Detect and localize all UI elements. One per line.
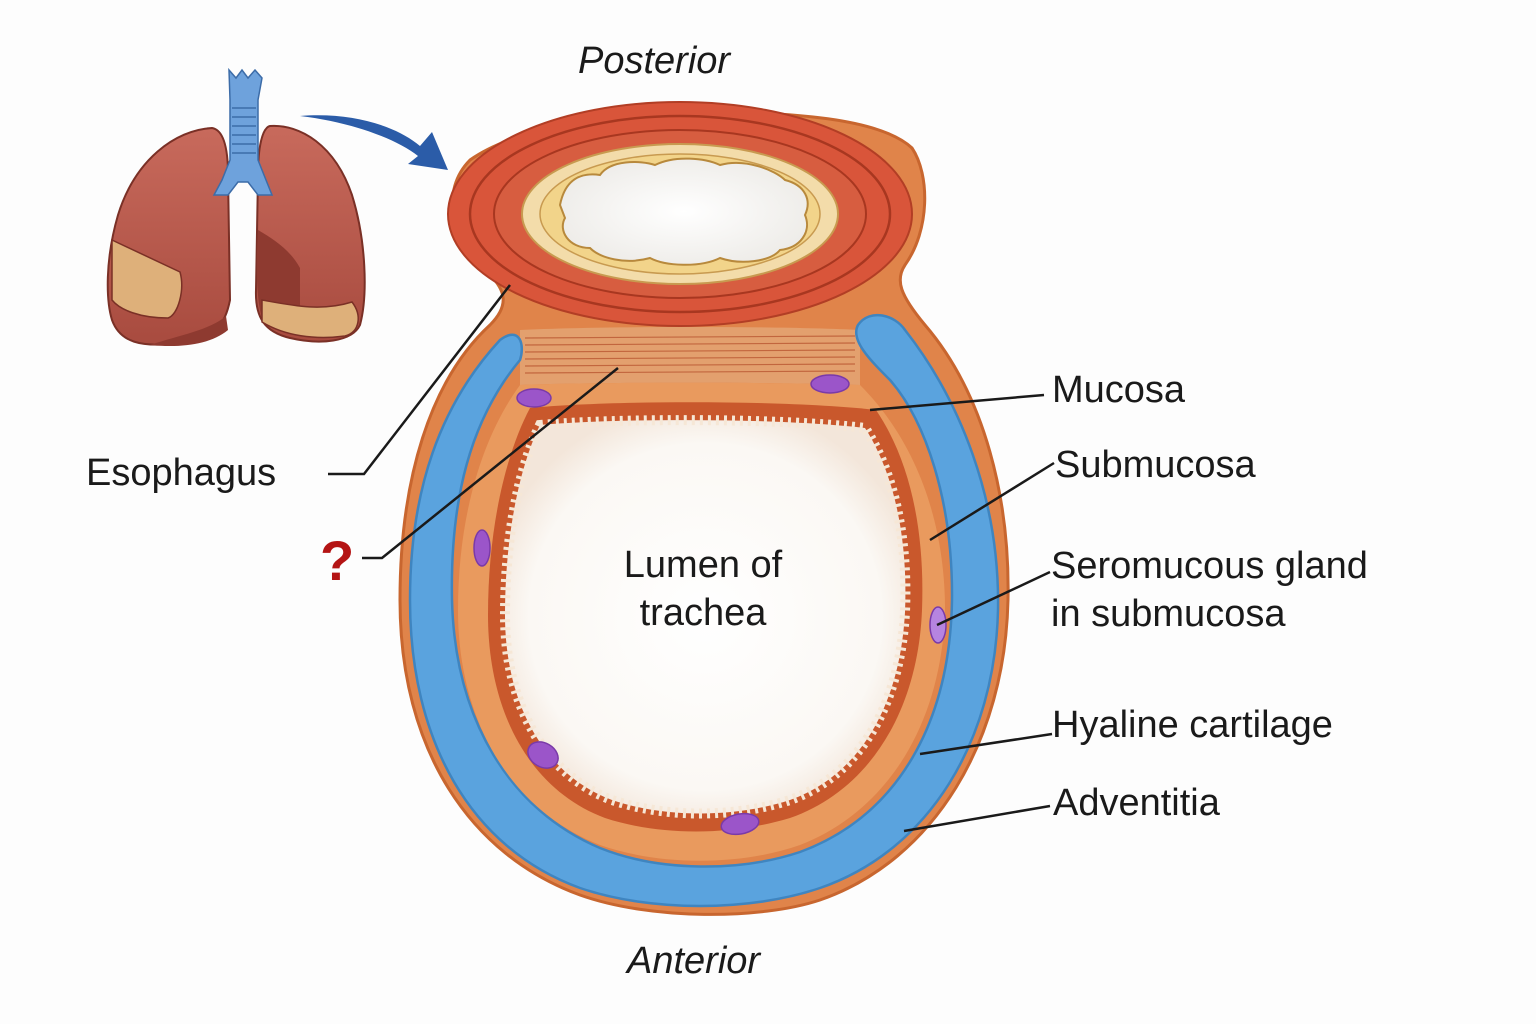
leader-adventitia: [903, 804, 1051, 833]
gland: [720, 812, 760, 836]
leader-seromucous-gland: [936, 570, 1051, 627]
right-lung-dark-lobe: [256, 230, 300, 318]
mucosa-label: Mucosa: [1052, 369, 1186, 411]
submucosa-label: Submucosa: [1055, 444, 1256, 486]
curved-arrow-icon: [300, 115, 448, 170]
left-lung-lower-lobe: [111, 238, 183, 319]
hyaline-cartilage-ring: [408, 313, 1000, 908]
tracheal-lumen: [499, 415, 911, 819]
gland: [810, 374, 850, 394]
anterior-label: Anterior: [627, 940, 761, 982]
lumen-label-line-2: trachea: [639, 591, 767, 634]
trachealis-muscle: [520, 327, 860, 385]
leader-lines: [328, 284, 1055, 833]
hyaline-cartilage-label: Hyaline cartilage: [1052, 704, 1333, 746]
lumen-label: Lumen of trachea: [603, 542, 803, 637]
lungs-inset: [106, 67, 366, 347]
leader-hyaline-cartilage: [919, 732, 1053, 756]
gland: [527, 741, 559, 769]
lumen-label-line-1: Lumen of: [623, 544, 783, 586]
esophagus-lumen: [558, 157, 809, 266]
esophagus-label: Esophagus: [86, 452, 277, 494]
leader-submucosa: [929, 461, 1055, 542]
gland: [473, 529, 491, 567]
seromucous-gland-label-line-2: in submucosa: [1051, 592, 1286, 635]
trachea-icon: [212, 67, 274, 196]
leader-mucosa: [869, 393, 1045, 412]
adventitia-label: Adventitia: [1053, 782, 1220, 824]
posterior-label: Posterior: [578, 40, 731, 82]
cross-section: [398, 101, 1010, 916]
right-lung-pale-lobe: [261, 299, 359, 339]
leader-esophagus: [328, 284, 511, 476]
leader-unknown: [362, 367, 619, 560]
seromucous-gland-label-line-1: Seromucous gland: [1051, 545, 1368, 587]
gland: [516, 388, 552, 408]
unknown-structure-marker: ?: [320, 529, 355, 592]
seromucous-gland-label: Seromucous gland in submucosa: [1051, 543, 1368, 638]
